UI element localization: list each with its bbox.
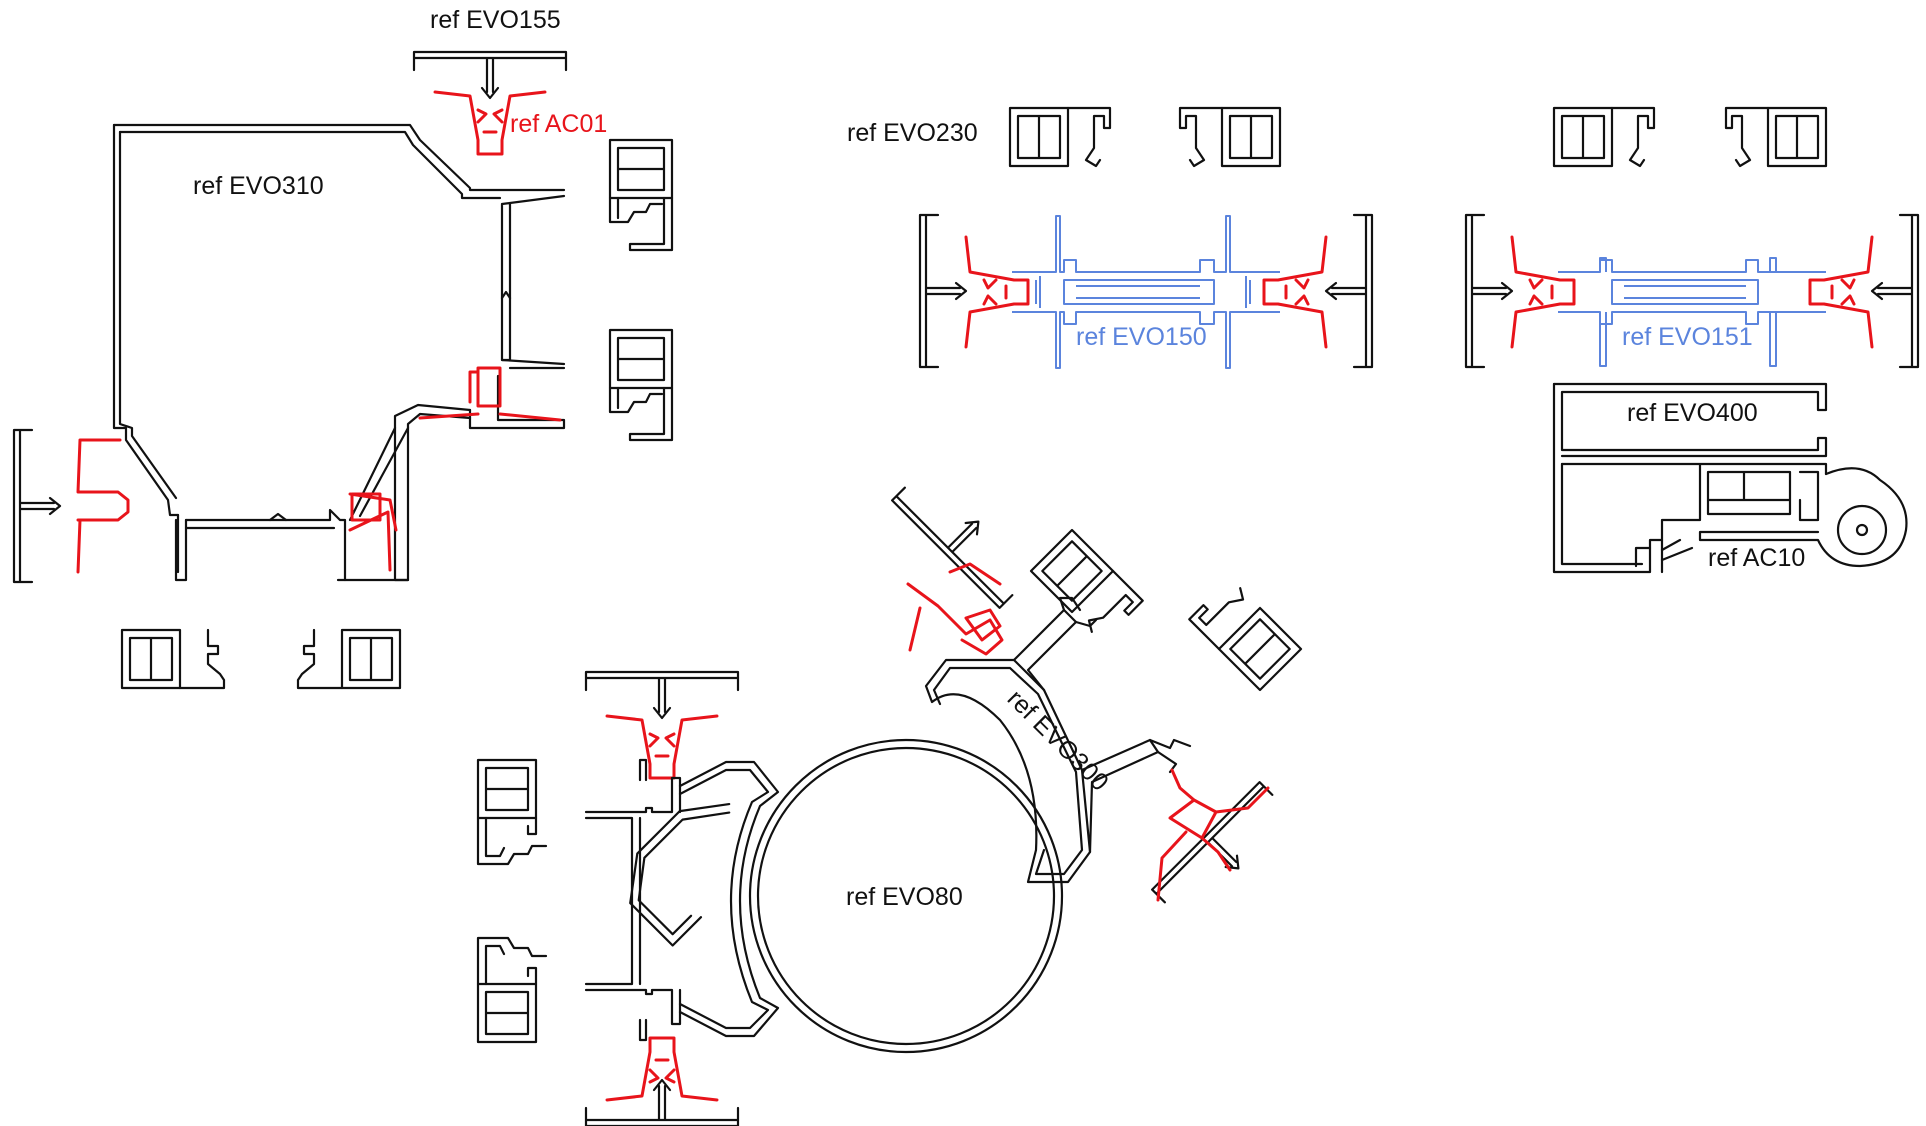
label-ac10: ref AC10 [1708,544,1805,572]
label-evo150: ref EVO150 [1076,323,1207,351]
label-evo400: ref EVO400 [1627,399,1758,427]
evo151-assembly [1464,106,1920,574]
label-evo230: ref EVO230 [847,119,978,147]
evo150-assembly [918,106,1374,369]
label-evo80: ref EVO80 [846,883,963,911]
label-evo155: ref EVO155 [430,6,561,34]
evo310-assembly [12,50,674,690]
evo80-evo300-assembly [476,466,1303,1126]
label-ac01: ref AC01 [510,110,607,138]
label-evo300: ref EVO300 [1002,684,1114,796]
label-evo310: ref EVO310 [193,172,324,200]
label-evo151: ref EVO151 [1622,323,1753,351]
